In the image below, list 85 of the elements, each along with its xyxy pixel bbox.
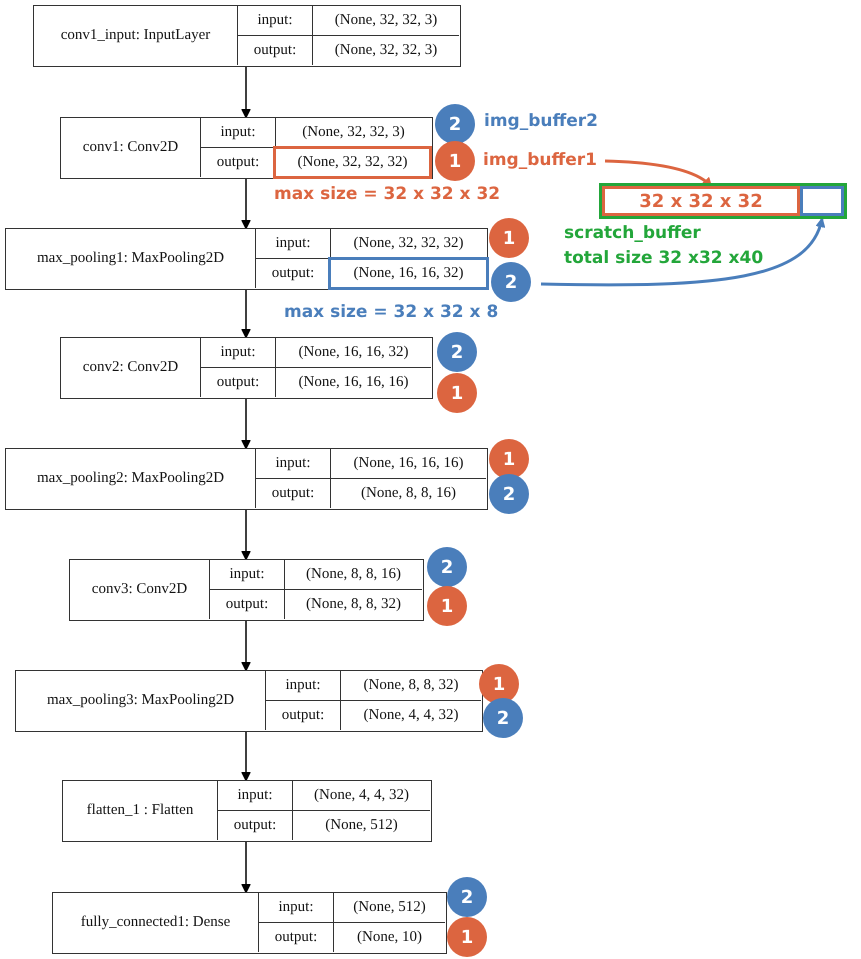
layer-table	[69, 559, 424, 621]
layer-table	[15, 670, 483, 732]
arrow	[241, 399, 251, 450]
layer-name: max_pooling3: MaxPooling2D	[46, 692, 234, 709]
port-label: output:	[234, 816, 276, 834]
port-label: input:	[257, 12, 292, 29]
port-label: output:	[216, 154, 260, 171]
buffer-caption: scratch_buffer	[564, 223, 701, 243]
arrow	[241, 290, 251, 338]
arrow	[241, 179, 251, 230]
port-label: output:	[254, 42, 296, 59]
port-label: output:	[272, 264, 314, 282]
highlighted-cell: (None, 16, 16, 32)	[328, 256, 489, 290]
shape-value: (None, 16, 16, 16)	[298, 374, 408, 391]
number-badge: 2	[483, 698, 523, 738]
port-label: input:	[220, 344, 256, 361]
layer-table	[60, 337, 433, 399]
empty-segment	[800, 186, 844, 216]
port-label: input:	[229, 566, 264, 583]
shape-value: (None, 512)	[353, 898, 426, 916]
annotation-text: max size = 32 x 32 x 32	[274, 184, 500, 204]
number-badge: 1	[489, 218, 529, 258]
arrow	[241, 732, 251, 782]
shape-value: (None, 10)	[357, 928, 422, 946]
layer-name: conv1_input: InputLayer	[60, 27, 210, 44]
layer-name: max_pooling2: MaxPooling2D	[36, 470, 224, 487]
arrow	[540, 218, 824, 286]
number-badge: 1	[489, 439, 529, 479]
shape-value: (None, 32, 32, 3)	[334, 42, 438, 59]
port-label: output:	[272, 484, 314, 502]
number-badge: 2	[435, 104, 475, 144]
annotation-text: img_buffer2	[484, 111, 598, 131]
shape-value: (None, 4, 4, 32)	[314, 786, 409, 804]
shape-value: (None, 16, 16, 32)	[298, 344, 408, 361]
shape-value: (None, 8, 8, 16)	[361, 484, 456, 502]
shape-value: (None, 16, 16, 16)	[354, 454, 464, 472]
buffer-segment: 32 x 32 x 32	[602, 186, 800, 216]
layer-table	[5, 448, 488, 510]
layer-table	[33, 5, 461, 67]
layer-table	[52, 892, 447, 954]
port-label: output:	[274, 928, 318, 946]
arrow	[241, 842, 251, 894]
number-badge: 2	[427, 547, 467, 587]
highlighted-cell: (None, 32, 32, 32)	[273, 146, 432, 179]
port-label: input:	[278, 898, 314, 916]
annotation-text: max size = 32 x 32 x 8	[284, 302, 498, 322]
layer-table	[5, 228, 488, 290]
layer-name: max_pooling1: MaxPooling2D	[36, 250, 224, 267]
port-label: input:	[237, 786, 272, 804]
shape-value: (None, 512)	[325, 816, 398, 834]
buffer-box	[599, 183, 847, 219]
port-label: output:	[226, 596, 268, 613]
annotation-text: img_buffer1	[483, 150, 597, 170]
port-label: output:	[282, 706, 324, 724]
shape-value: (None, 32, 32, 32)	[354, 234, 464, 252]
number-badge: 1	[437, 373, 477, 413]
layer-name: fully_connected1: Dense	[80, 914, 230, 931]
shape-value: (None, 8, 8, 16)	[306, 566, 401, 583]
layer-name: conv3: Conv2D	[92, 581, 188, 598]
arrow	[241, 67, 251, 118]
number-badge: 2	[437, 332, 477, 372]
layer-table	[60, 117, 433, 179]
number-badge: 1	[427, 586, 467, 626]
number-badge: 2	[489, 474, 529, 514]
number-badge: 1	[447, 917, 487, 957]
layer-name: conv2: Conv2D	[82, 359, 178, 376]
shape-value: (None, 32, 32, 3)	[302, 124, 405, 141]
port-label: input:	[220, 124, 256, 141]
number-badge: 1	[435, 141, 475, 181]
layer-table	[62, 780, 432, 842]
arrow	[241, 510, 251, 560]
number-badge: 2	[491, 262, 531, 302]
port-label: input:	[285, 676, 320, 694]
layer-name: flatten_1 : Flatten	[86, 802, 194, 819]
port-label: input:	[275, 454, 310, 472]
layer-name: conv1: Conv2D	[82, 139, 178, 156]
port-label: output:	[216, 374, 260, 391]
shape-value: (None, 32, 32, 3)	[334, 12, 438, 29]
arrow	[241, 621, 251, 672]
buffer-caption: total size 32 x32 x40	[564, 248, 764, 268]
shape-value: (None, 8, 8, 32)	[364, 676, 458, 694]
number-badge: 2	[447, 877, 487, 917]
shape-value: (None, 8, 8, 32)	[306, 596, 401, 613]
port-label: input:	[275, 234, 310, 252]
shape-value: (None, 4, 4, 32)	[364, 706, 458, 724]
